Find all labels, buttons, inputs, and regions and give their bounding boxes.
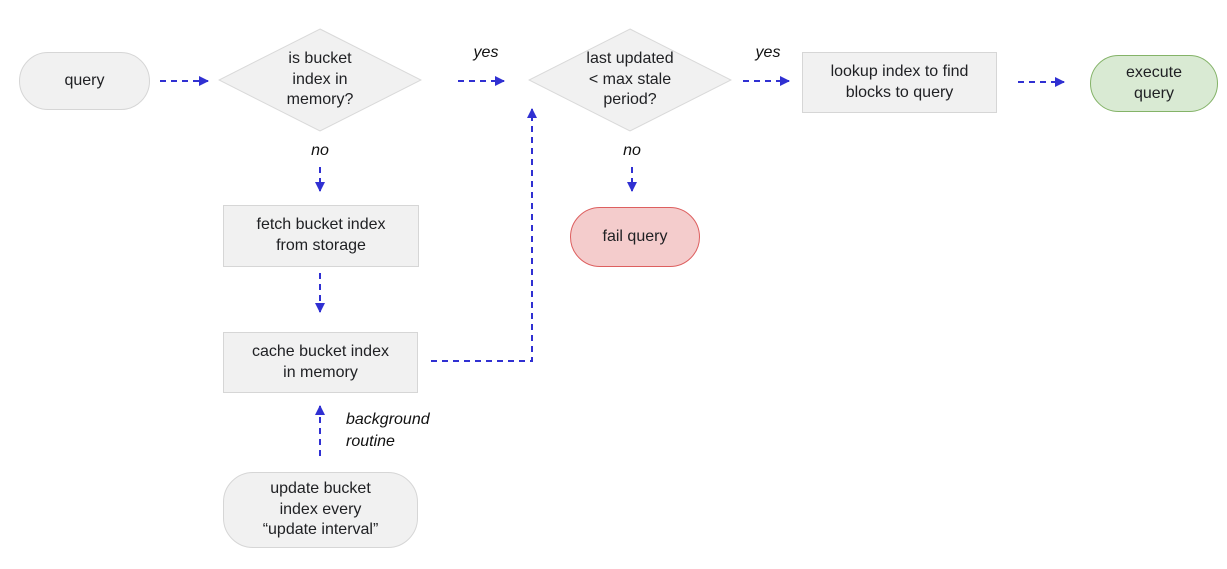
- node-update-bucket-index: update bucket index every “update interv…: [223, 472, 418, 548]
- node-fail-query: fail query: [570, 207, 700, 267]
- diamond-shape: [218, 28, 422, 132]
- node-fail-query-label: fail query: [602, 227, 668, 245]
- node-execute-query-label: execute query: [1125, 63, 1183, 102]
- node-query-label: query: [64, 71, 105, 89]
- edge-label-background-routine: background routine: [346, 411, 430, 450]
- node-decision-last-updated: last updated < max stale period?: [528, 28, 732, 132]
- node-decision-bucket-index-label: is bucket index in memory?: [286, 49, 354, 109]
- node-update-bucket-index-label: update bucket index every “update interv…: [262, 479, 379, 539]
- node-cache-bucket-index: cache bucket index in memory: [223, 332, 418, 393]
- edge-label-stale-check-no: no: [623, 142, 641, 159]
- node-cache-bucket-index-label: cache bucket index in memory: [252, 342, 389, 381]
- edge-label-memory-check-yes: yes: [473, 44, 499, 61]
- node-lookup-index: lookup index to find blocks to query: [802, 52, 997, 113]
- node-query: query: [19, 52, 150, 110]
- edge-cache-to-stale-check: [431, 108, 537, 362]
- node-decision-bucket-index-in-memory: is bucket index in memory?: [218, 28, 422, 132]
- node-fetch-bucket-index-label: fetch bucket index from storage: [256, 216, 386, 254]
- edge-label-memory-check-no: no: [311, 142, 329, 159]
- node-decision-last-updated-label: last updated < max stale period?: [586, 49, 674, 109]
- edge-label-stale-check-yes: yes: [755, 44, 781, 61]
- node-execute-query: execute query: [1090, 55, 1218, 112]
- node-lookup-index-label: lookup index to find blocks to query: [830, 62, 969, 101]
- diamond-shape: [528, 28, 732, 132]
- node-fetch-bucket-index: fetch bucket index from storage: [223, 205, 419, 267]
